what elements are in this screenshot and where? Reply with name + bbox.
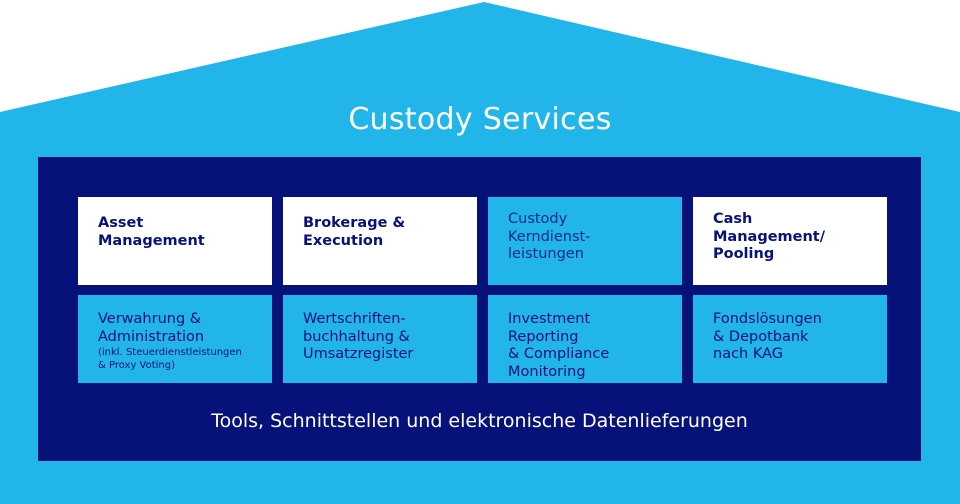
service-label: Custody Kerndienst- leistungen [508,211,591,262]
service-label: Wertschriften- buchhaltung & Umsatzregis… [303,311,414,362]
service-box-securities-accounting: Wertschriften- buchhaltung & Umsatzregis… [283,295,477,383]
service-label: Fondslösungen & Depotbank nach KAG [713,311,822,362]
service-box-brokerage-execution: Brokerage & Execution [283,197,477,285]
service-label: Asset Management [98,215,205,249]
service-label: Investment Reporting & Compliance Monito… [508,311,610,380]
service-box-asset-management: Asset Management [78,197,272,285]
services-panel: Asset Management Brokerage & Execution C… [38,157,921,461]
service-label: Brokerage & Execution [303,215,406,249]
service-box-investment-reporting: Investment Reporting & Compliance Monito… [488,295,682,383]
service-sublabel: (inkl. Steuerdienstleistungen & Proxy Vo… [98,347,242,371]
service-box-cash-management: Cash Management/ Pooling [693,197,887,285]
service-label: Verwahrung & Administration [98,311,205,345]
service-label: Cash Management/ Pooling [713,211,826,262]
service-box-custody-administration: Verwahrung & Administration (inkl. Steue… [78,295,272,383]
service-box-fund-solutions: Fondslösungen & Depotbank nach KAG [693,295,887,383]
diagram-title: Custody Services [348,102,612,137]
footer-tools-label: Tools, Schnittstellen und elektronische … [211,410,748,432]
service-box-custody-core: Custody Kerndienst- leistungen [488,197,682,285]
